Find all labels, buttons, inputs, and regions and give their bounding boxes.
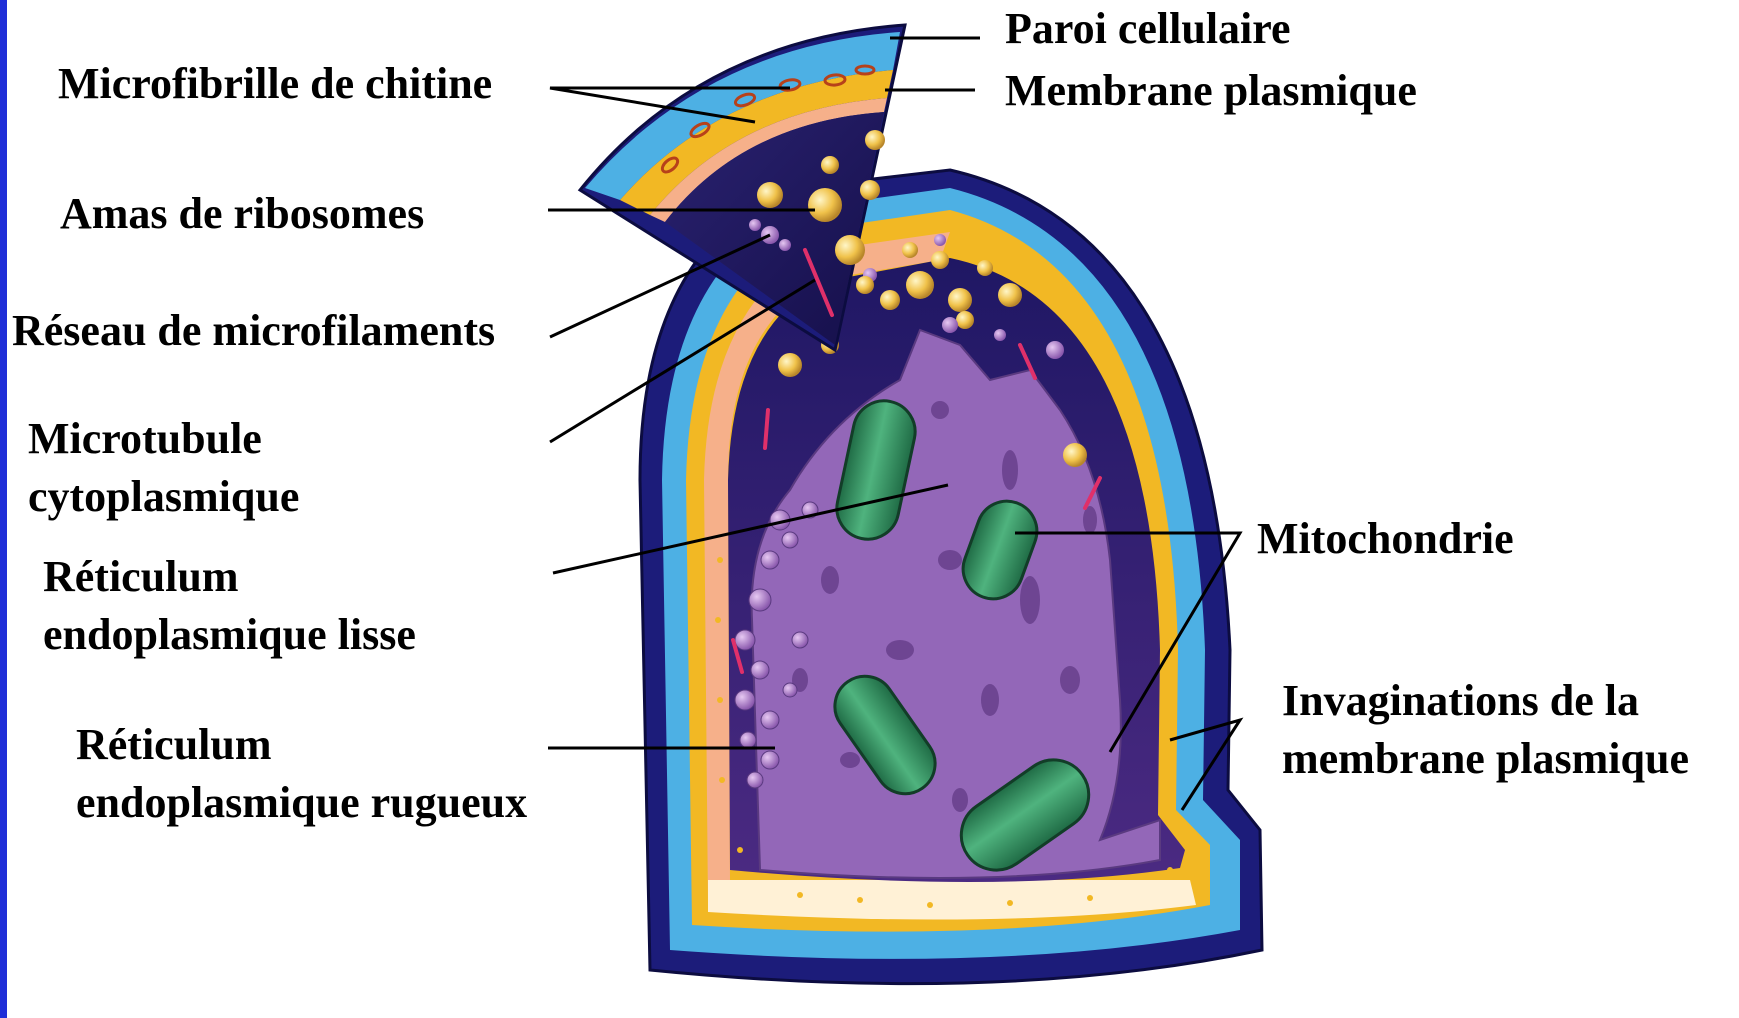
label-microfilaments: Réseau de microfilaments: [12, 302, 495, 360]
label-microtubule: Microtubule cytoplasmique: [28, 410, 299, 526]
label-invag-line1: Invaginations de la: [1282, 672, 1689, 730]
label-ribosomes: Amas de ribosomes: [60, 185, 424, 243]
label-chitine: Microfibrille de chitine: [58, 55, 492, 113]
label-microtubule-line2: cytoplasmique: [28, 468, 299, 526]
label-membrane: Membrane plasmique: [1005, 62, 1417, 120]
label-rer: Réticulum endoplasmique rugueux: [76, 716, 527, 832]
label-microtubule-line1: Microtubule: [28, 410, 299, 468]
label-paroi: Paroi cellulaire: [1005, 0, 1291, 58]
label-invaginations: Invaginations de la membrane plasmique: [1282, 672, 1689, 788]
label-rer-line2: endoplasmique rugueux: [76, 774, 527, 832]
label-invag-line2: membrane plasmique: [1282, 730, 1689, 788]
label-rel: Réticulum endoplasmique lisse: [43, 548, 416, 664]
label-rel-line1: Réticulum: [43, 548, 416, 606]
label-mito: Mitochondrie: [1257, 510, 1514, 568]
label-rel-line2: endoplasmique lisse: [43, 606, 416, 664]
label-rer-line1: Réticulum: [76, 716, 527, 774]
